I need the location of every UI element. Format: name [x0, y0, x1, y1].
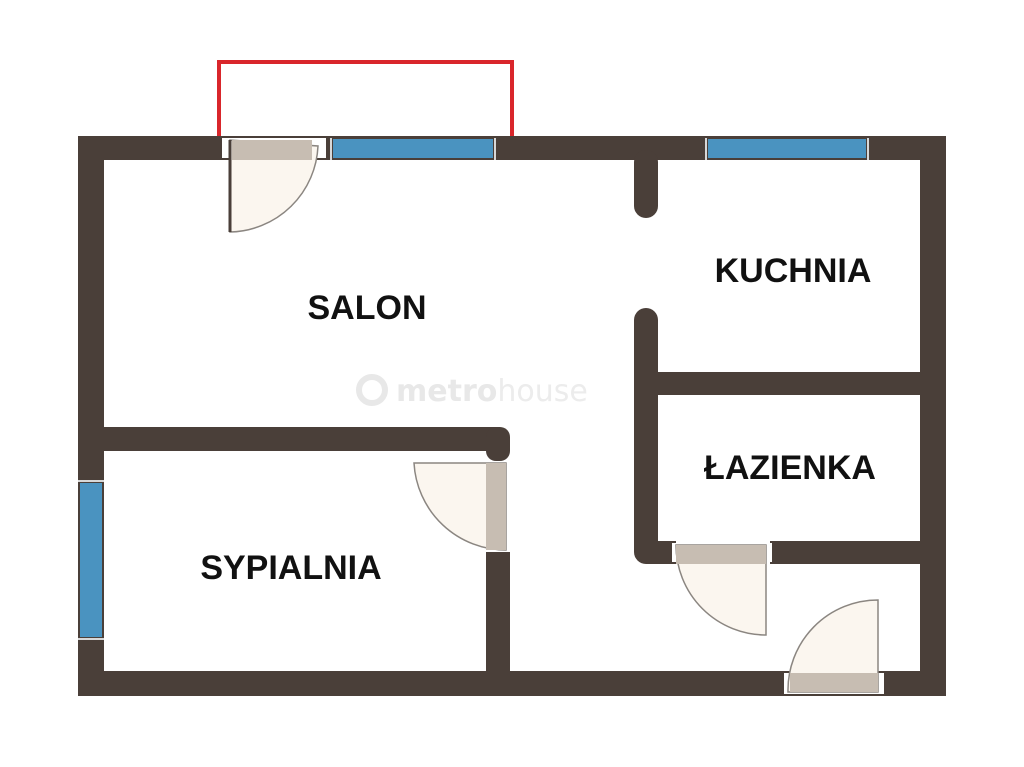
- outer-walls: [78, 136, 946, 696]
- wall-bedroom-right-bottom: [486, 552, 510, 676]
- window-kitchen: [708, 139, 866, 158]
- room-label-kuchnia: KUCHNIA: [715, 252, 872, 290]
- wall-kitchen-bath: [646, 372, 924, 395]
- watermark: metrohouse: [356, 374, 588, 409]
- wall-kitchen-left: [634, 308, 658, 564]
- wall-openings: [222, 138, 884, 694]
- wall-bath-bottom-right: [770, 541, 924, 564]
- room-label-sypialnia: SYPIALNIA: [200, 549, 381, 587]
- wall-bedroom-right-top: [486, 427, 510, 461]
- wall-right: [920, 136, 946, 696]
- watermark-logo-icon: [356, 374, 388, 406]
- room-label-salon: SALON: [308, 289, 427, 327]
- watermark-text-light: house: [497, 374, 587, 409]
- windows: [80, 139, 866, 637]
- door-swing: [787, 599, 879, 693]
- door-leaf: [232, 140, 312, 160]
- wall-kitchen-stub: [634, 150, 658, 218]
- door-entrance: [787, 599, 879, 693]
- door-leaf: [676, 545, 766, 564]
- door-bathroom: [675, 544, 767, 636]
- door-bedroom: [413, 462, 507, 551]
- window-bedroom: [80, 483, 102, 637]
- interior-walls: [104, 150, 924, 676]
- balcony-outline: [217, 60, 514, 136]
- wall-bedroom-top: [104, 427, 500, 451]
- door-leaf: [486, 463, 506, 550]
- room-label-lazienka: ŁAZIENKA: [704, 449, 876, 487]
- window-salon: [333, 139, 493, 158]
- door-swing: [229, 139, 319, 233]
- wall-bath-bottom-left: [646, 541, 676, 564]
- watermark-text-bold: metro: [396, 374, 497, 409]
- svg-text:metrohouse: metrohouse: [396, 374, 588, 409]
- door-balcony: [228, 139, 319, 233]
- window-frames: [78, 138, 869, 640]
- door-leaf: [790, 673, 878, 692]
- door-swing: [675, 544, 767, 636]
